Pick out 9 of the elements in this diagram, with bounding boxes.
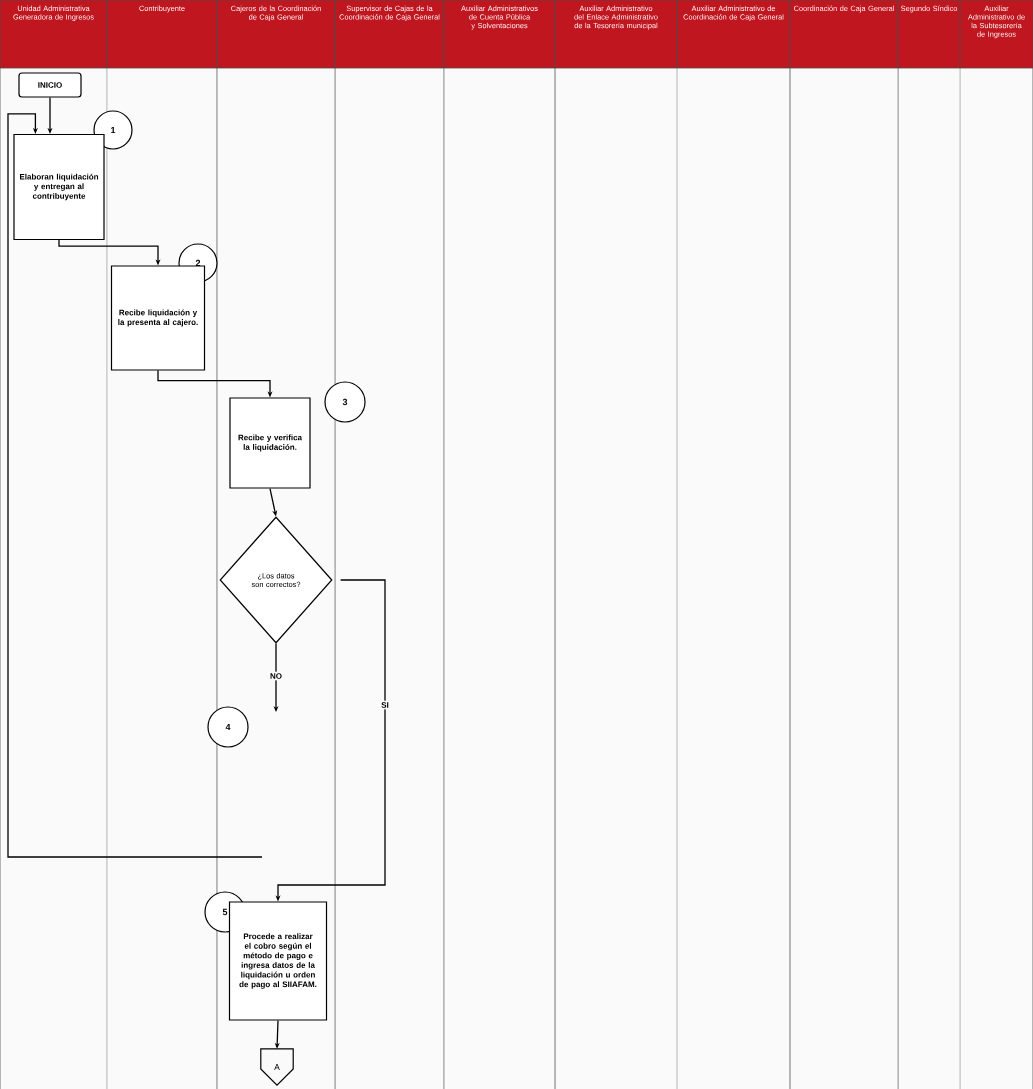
start-box: INICIO — [18, 72, 82, 98]
process-box: Procede a realizar el cobro según el método de pago e ingresa datos de la liquidación u orden de pago al SIIAFAM. — [228, 901, 328, 1021]
off-page-connector: A — [260, 1048, 294, 1087]
edge-label: NO — [268, 671, 284, 681]
process-box: Recibe y verifica la liquidación. — [229, 397, 311, 489]
arrow — [7, 113, 263, 858]
process-box: Elaboran liquidación y entregan al contribuyente — [13, 133, 105, 241]
process-box: Recibe liquidación y la presenta al cajero. — [110, 265, 206, 371]
edge-label: SI — [379, 700, 391, 710]
